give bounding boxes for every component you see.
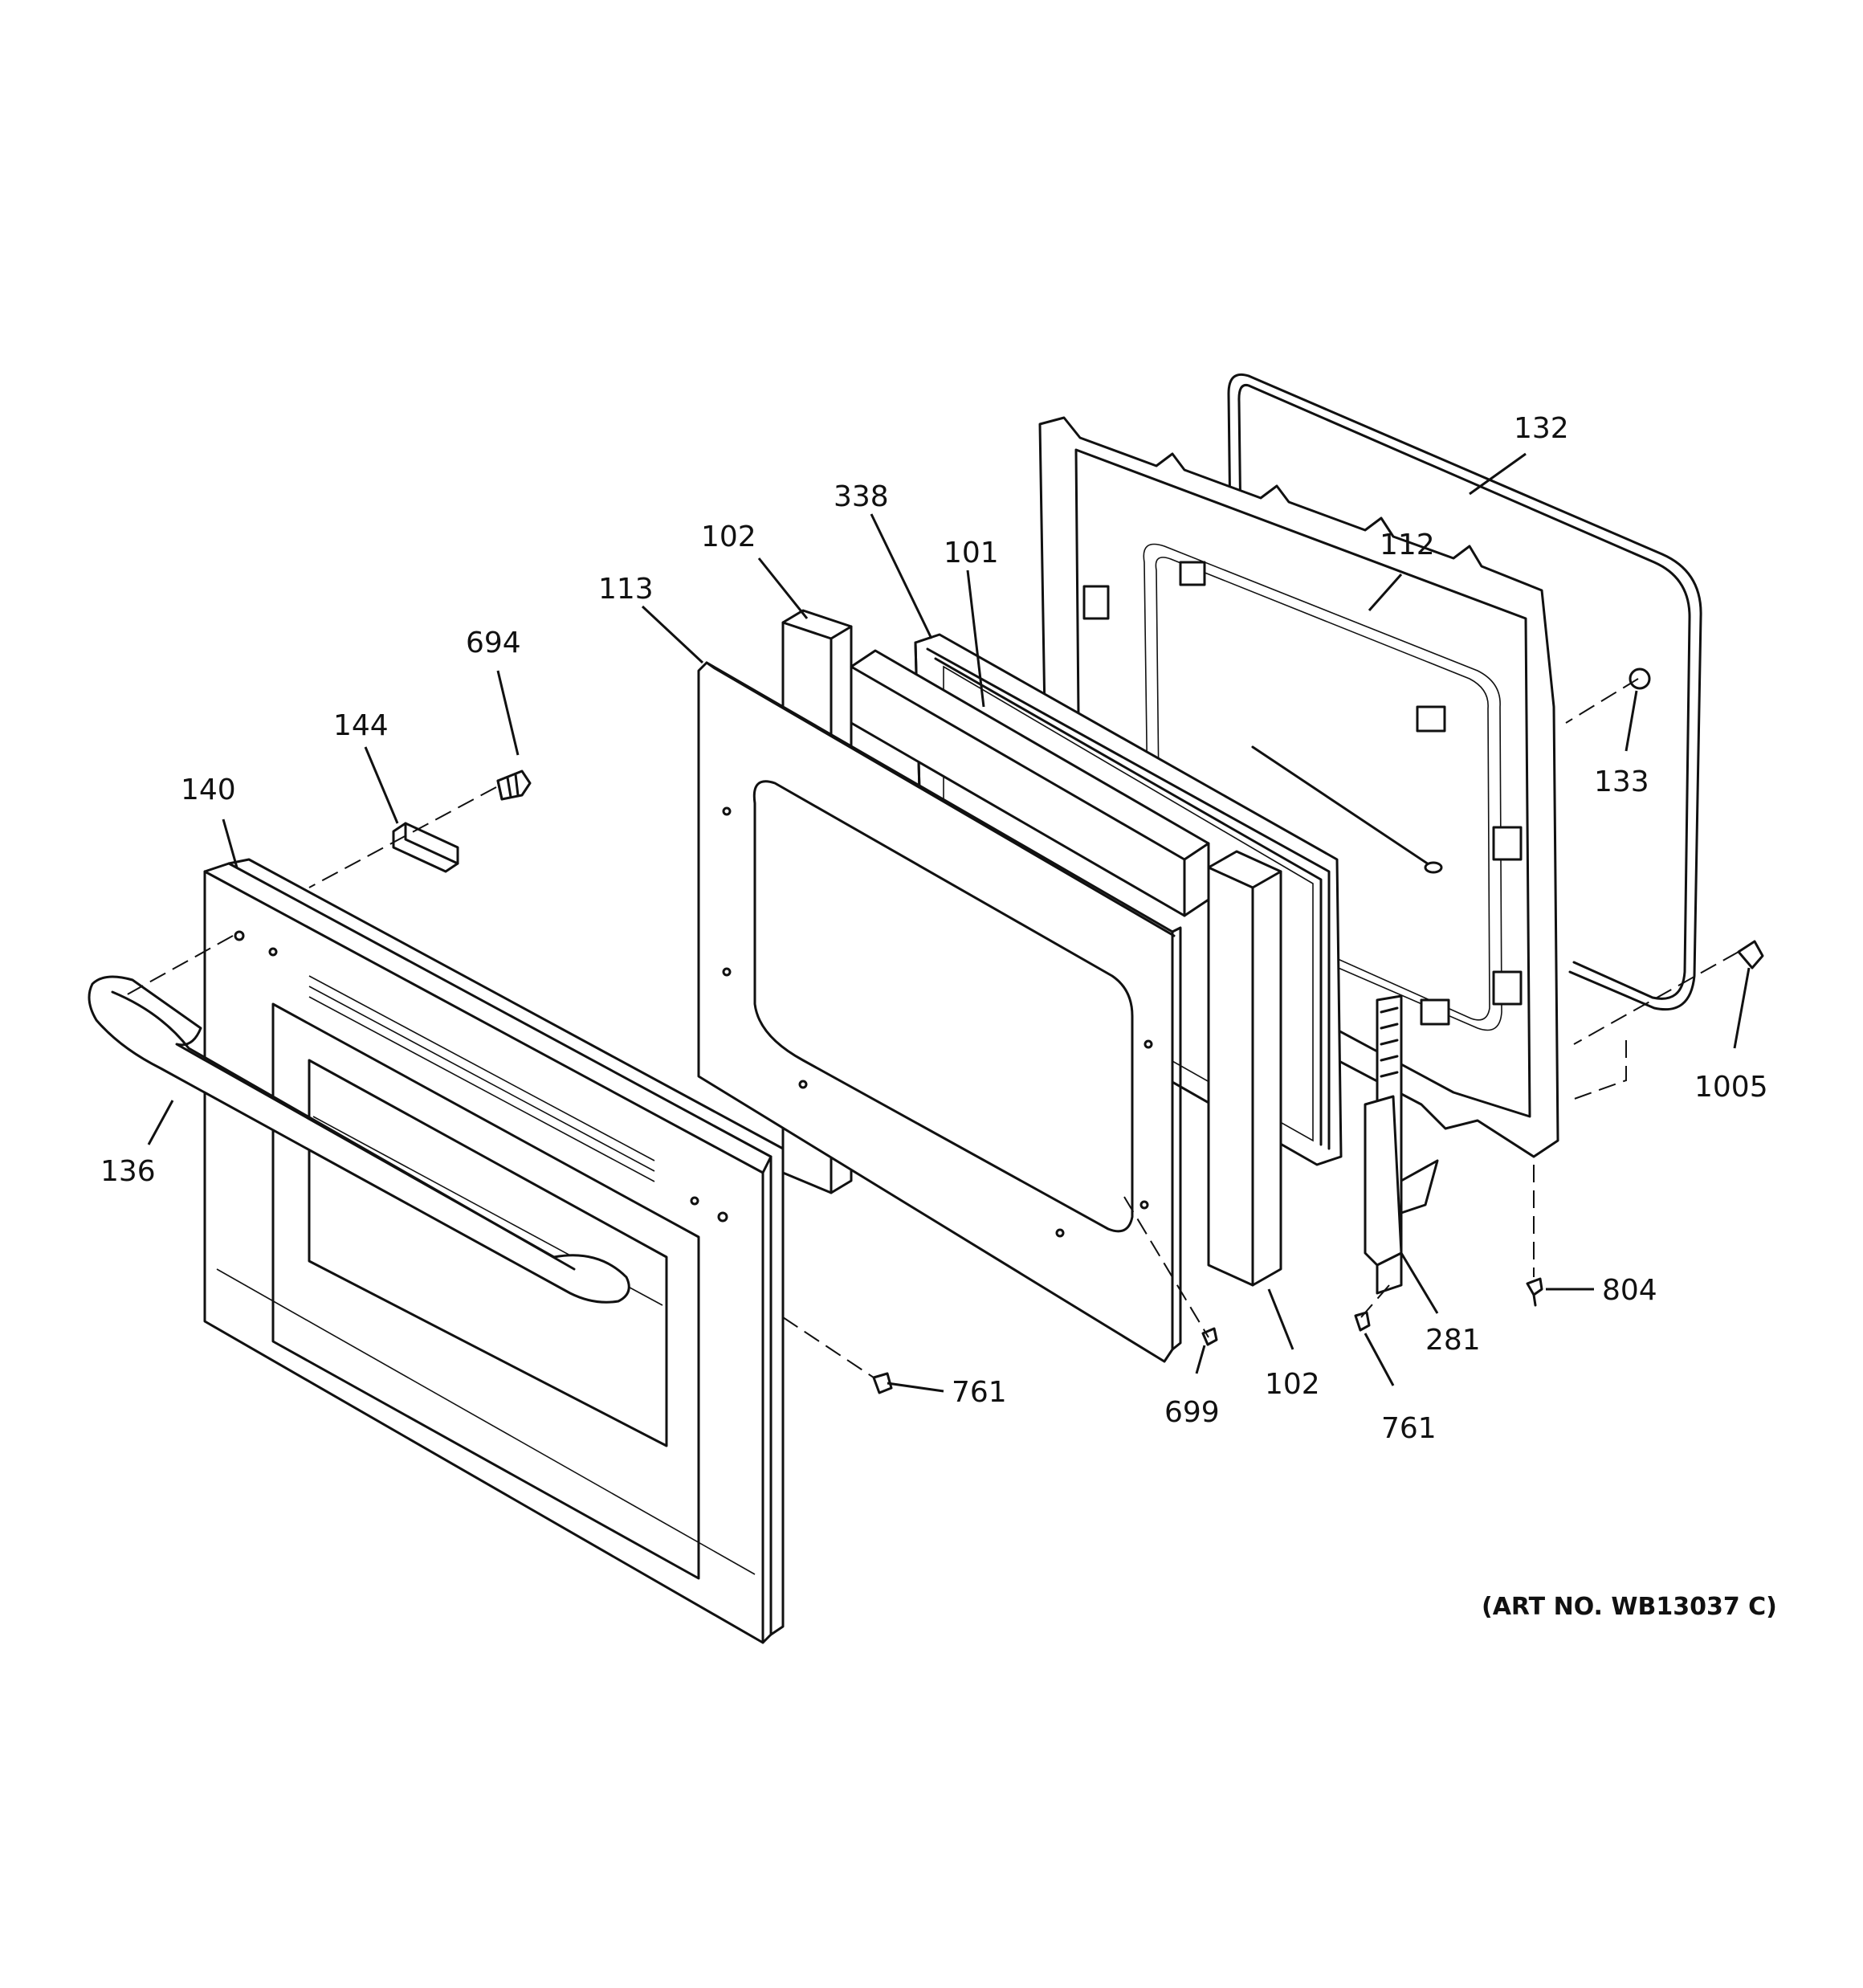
callout-281: 281 (1425, 1324, 1481, 1357)
screw-761-left (872, 1372, 893, 1394)
insulation-block-102-bottom (1207, 850, 1282, 1287)
callout-113: 113 (598, 573, 654, 606)
callout-144: 144 (333, 709, 389, 742)
callout-101: 101 (944, 537, 999, 569)
callout-699: 699 (1164, 1396, 1220, 1429)
callout-804: 804 (1602, 1274, 1657, 1307)
screw-694 (496, 769, 532, 801)
screw-804 (1526, 1277, 1543, 1307)
callout-136: 136 (100, 1155, 156, 1188)
callout-133: 133 (1594, 765, 1649, 798)
assembly-guide-lines (124, 678, 1739, 1378)
callout-761-left: 761 (952, 1376, 1007, 1409)
screw-133 (1629, 667, 1651, 690)
callout-338: 338 (834, 480, 889, 513)
screw-761-right (1354, 1311, 1371, 1332)
callout-761-right: 761 (1381, 1412, 1437, 1445)
callout-102-bottom: 102 (1265, 1368, 1320, 1401)
callout-labels: 132 338 102 101 112 113 694 144 140 133 … (100, 412, 1777, 1621)
callout-132: 132 (1514, 412, 1569, 445)
callout-102-top: 102 (701, 520, 756, 553)
callout-1005: 1005 (1694, 1071, 1768, 1104)
hinge-281 (1364, 994, 1439, 1295)
door-handle-136 (88, 975, 630, 1304)
art-number: (ART NO. WB13037 C) (1482, 1593, 1777, 1621)
bracket-144 (392, 822, 459, 873)
callout-140: 140 (181, 774, 236, 806)
screw-1005 (1737, 940, 1764, 970)
door-inner-liner-112 (1038, 416, 1559, 1158)
leader-lines (147, 452, 1751, 1393)
callout-112: 112 (1380, 529, 1435, 561)
outer-door-panel-140 (203, 858, 785, 1644)
inner-door-panel-113 (697, 661, 1182, 1363)
callout-694: 694 (466, 627, 521, 659)
